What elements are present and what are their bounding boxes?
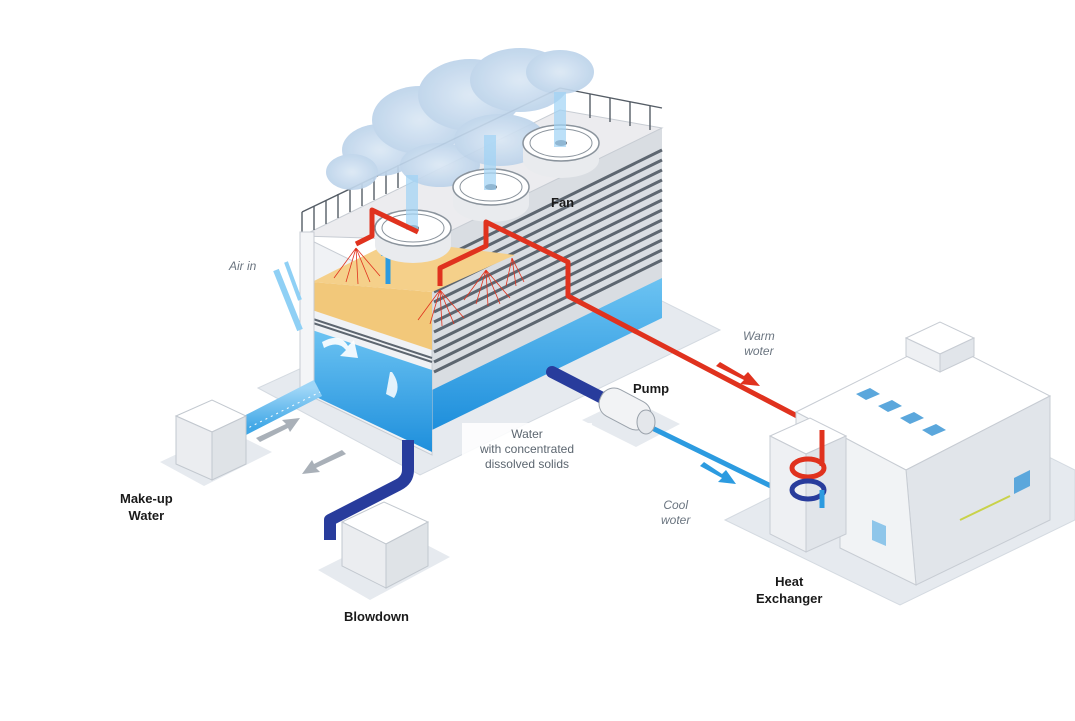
cool-water-label: Cool woter xyxy=(661,498,690,528)
warm-water-label: Warm woter xyxy=(743,329,775,359)
warm-water-label-line-1: Warm xyxy=(743,329,775,343)
heat-exchanger-label-line-2: Exchanger xyxy=(756,591,823,606)
water-info-box: Water with concentrated dissolved solids xyxy=(462,423,592,476)
make-up-water-hose xyxy=(235,379,323,437)
air-in-arrow xyxy=(273,268,303,332)
blowdown-label: Blowdown xyxy=(344,609,409,624)
make-up-water-label: Make-up Water xyxy=(120,490,173,524)
heat-exchanger-building xyxy=(768,321,1052,586)
make-up-water-label-line-1: Make-up xyxy=(120,491,173,506)
blowdown-arrow xyxy=(302,450,346,474)
cool-water-arrow xyxy=(700,462,736,484)
pump xyxy=(598,387,656,435)
heat-exchanger-label: Heat Exchanger xyxy=(756,573,822,607)
make-up-arrow xyxy=(256,418,300,442)
fan-1 xyxy=(374,175,452,263)
flow-arrows xyxy=(256,261,760,484)
cool-water-label-line-2: woter xyxy=(661,513,691,527)
air-in-label: Air in xyxy=(229,259,257,273)
warm-water-arrow xyxy=(716,362,760,386)
heat-exchanger-label-line-1: Heat xyxy=(775,574,804,589)
blowdown-pipe xyxy=(324,440,414,540)
blowdown-box xyxy=(340,501,430,589)
water-info-line-2: with concentrated xyxy=(479,442,575,456)
fan-3 xyxy=(522,92,600,178)
warm-water-label-line-2: woter xyxy=(744,344,774,358)
cool-water-label-line-1: Cool xyxy=(663,498,689,512)
fans xyxy=(374,92,600,263)
water-info-line-3: dissolved solids xyxy=(484,457,570,471)
spray-nozzles xyxy=(333,247,525,327)
fan-2 xyxy=(452,135,530,222)
warm-water-pipe xyxy=(354,207,825,467)
fan-label: Fan xyxy=(551,195,575,210)
make-up-water-label-line-2: Water xyxy=(128,508,165,523)
steam-clouds xyxy=(326,48,594,190)
pump-label: Pump xyxy=(633,381,670,396)
water-info-line-1: Water xyxy=(511,427,543,441)
make-up-water-box xyxy=(174,399,248,481)
